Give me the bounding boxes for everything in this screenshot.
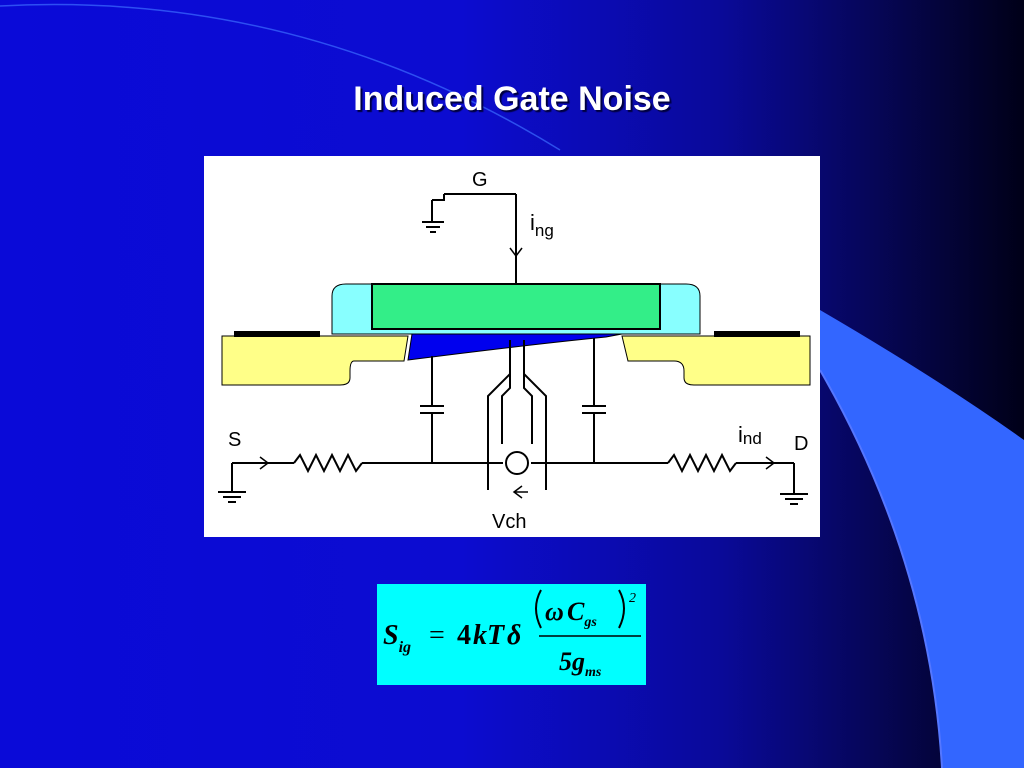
gate-label: G xyxy=(472,169,488,191)
formula-delta: δ xyxy=(507,620,521,651)
drain-current-arrow-icon xyxy=(765,456,776,470)
channel-noise-wires xyxy=(487,340,547,490)
accent-swoosh xyxy=(820,310,1024,768)
source-ground-icon xyxy=(218,463,246,503)
capacitor-left-icon xyxy=(420,356,444,463)
drain-label: D xyxy=(794,433,808,455)
formula-denom-subscript: ms xyxy=(585,665,602,680)
formula-omega: ω xyxy=(545,597,564,626)
capacitor-right-icon xyxy=(582,338,606,463)
formula-denom-coefficient: 5 xyxy=(559,647,572,676)
noise-formula-box: Sig = 4 kT δ ω Cgs 2 5gms xyxy=(377,584,646,685)
formula-lhs-symbol: S xyxy=(383,620,399,651)
gate-current-symbol: i xyxy=(530,210,535,235)
drain-resistor-icon xyxy=(667,452,737,474)
formula-right-paren xyxy=(618,589,625,629)
formula-coefficient: 4 xyxy=(457,620,471,651)
noise-formula-svg: Sig = 4 kT δ ω Cgs 2 5gms xyxy=(383,589,641,680)
source-current-arrow-icon xyxy=(259,456,270,470)
drain-current-symbol: i xyxy=(738,422,743,447)
gate-current-label: ing xyxy=(530,210,554,240)
channel-current-arrow-icon xyxy=(512,485,528,499)
formula-kt: kT xyxy=(473,620,506,651)
drain-current-label: ind xyxy=(738,422,762,448)
source-contact xyxy=(234,331,320,337)
formula-denominator: 5gms xyxy=(559,647,602,680)
drain-current-subscript: nd xyxy=(743,429,762,448)
formula-cap-symbol: C xyxy=(567,597,585,626)
mosfet-cross-section-svg: G ing xyxy=(218,169,811,533)
formula-equals: = xyxy=(429,620,445,651)
formula-denom-g: g xyxy=(571,647,585,676)
mosfet-noise-diagram: G ing xyxy=(204,156,820,537)
drain-contact xyxy=(714,331,800,337)
gate-current-arrow-icon xyxy=(509,247,523,258)
accent-swoosh-edge xyxy=(819,369,943,768)
gate-ground-icon xyxy=(422,194,445,233)
channel-region xyxy=(407,333,623,361)
formula-cap-subscript: gs xyxy=(583,615,597,630)
formula-cap: Cgs xyxy=(567,597,597,630)
source-resistor-icon xyxy=(293,452,363,474)
slide-title: Induced Gate Noise xyxy=(353,80,671,118)
channel-noise-source-icon xyxy=(505,451,529,475)
source-diffusion xyxy=(221,335,409,386)
formula-left-paren xyxy=(535,589,542,629)
drain-diffusion xyxy=(621,335,811,386)
decorative-arc xyxy=(0,3,561,151)
drain-ground-icon xyxy=(780,463,808,505)
gate-electrode xyxy=(371,283,661,330)
channel-source-label: Vch xyxy=(492,511,526,533)
source-label: S xyxy=(228,429,241,451)
gate-current-subscript: ng xyxy=(535,221,554,240)
formula-exponent: 2 xyxy=(629,591,636,606)
formula-lhs: Sig xyxy=(383,620,411,656)
formula-lhs-subscript: ig xyxy=(399,639,411,656)
